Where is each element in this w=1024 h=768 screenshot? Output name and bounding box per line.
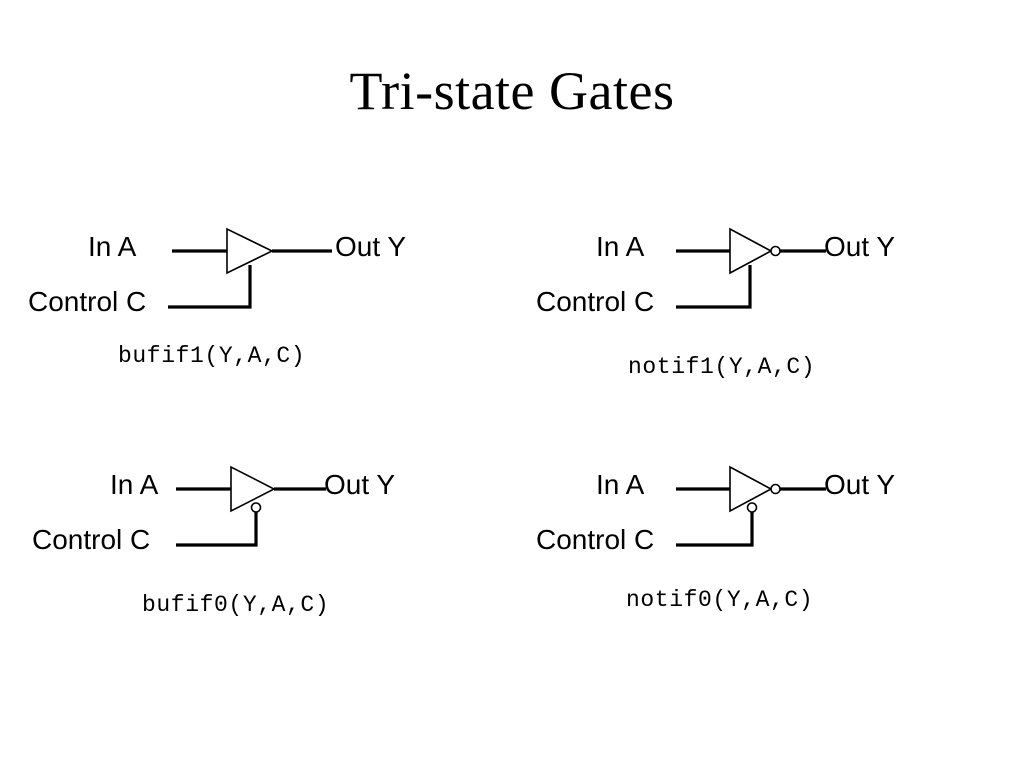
output-label: Out Y — [324, 469, 395, 500]
control-label: Control C — [536, 286, 654, 317]
control-label: Control C — [32, 524, 150, 555]
gate-diagram-bufif1: In A Out Y Control C bufif1(Y,A,C) — [10, 205, 490, 435]
gate-code-notif0: notif0(Y,A,C) — [626, 587, 814, 613]
control-wire — [676, 512, 754, 547]
gate-diagram-bufif0: In A Out Y Control C bufif0(Y,A,C) — [10, 443, 490, 673]
buffer-triangle — [230, 465, 276, 513]
control-label: Control C — [536, 524, 654, 555]
gate-code-notif1: notif1(Y,A,C) — [628, 354, 816, 380]
output-label: Out Y — [824, 469, 895, 500]
buffer-triangle — [729, 465, 773, 513]
input-label: In A — [596, 231, 645, 262]
input-label: In A — [596, 469, 645, 500]
buffer-triangle — [226, 227, 274, 275]
gate-symbol-bufif1: In A Out Y Control C — [28, 227, 406, 317]
control-inversion-bubble-icon — [250, 502, 262, 513]
gate-symbol-bufif0: In A Out Y Control C — [32, 465, 395, 555]
control-label: Control C — [28, 286, 146, 317]
gate-code-bufif0: bufif0(Y,A,C) — [142, 592, 330, 618]
gate-diagram-notif0: In A Out Y Control C notif0(Y,A,C) — [518, 443, 998, 673]
buffer-triangle — [729, 227, 773, 275]
gate-diagram-notif1: In A Out Y Control C notif1(Y,A,C) — [518, 205, 998, 435]
input-label: In A — [110, 469, 159, 500]
control-wire — [176, 512, 258, 547]
gate-symbol-notif0: In A Out Y Control C — [536, 465, 895, 555]
control-wire — [168, 265, 252, 309]
page-title: Tri-state Gates — [349, 61, 675, 121]
gate-code-bufif1: bufif1(Y,A,C) — [118, 343, 306, 369]
output-inversion-bubble-icon — [770, 483, 781, 495]
control-wire — [676, 265, 752, 309]
output-inversion-bubble-icon — [770, 245, 781, 257]
output-label: Out Y — [335, 231, 406, 262]
output-label: Out Y — [824, 231, 895, 262]
gate-symbol-notif1: In A Out Y Control C — [536, 227, 895, 317]
control-inversion-bubble-icon — [746, 502, 758, 513]
input-label: In A — [88, 231, 137, 262]
